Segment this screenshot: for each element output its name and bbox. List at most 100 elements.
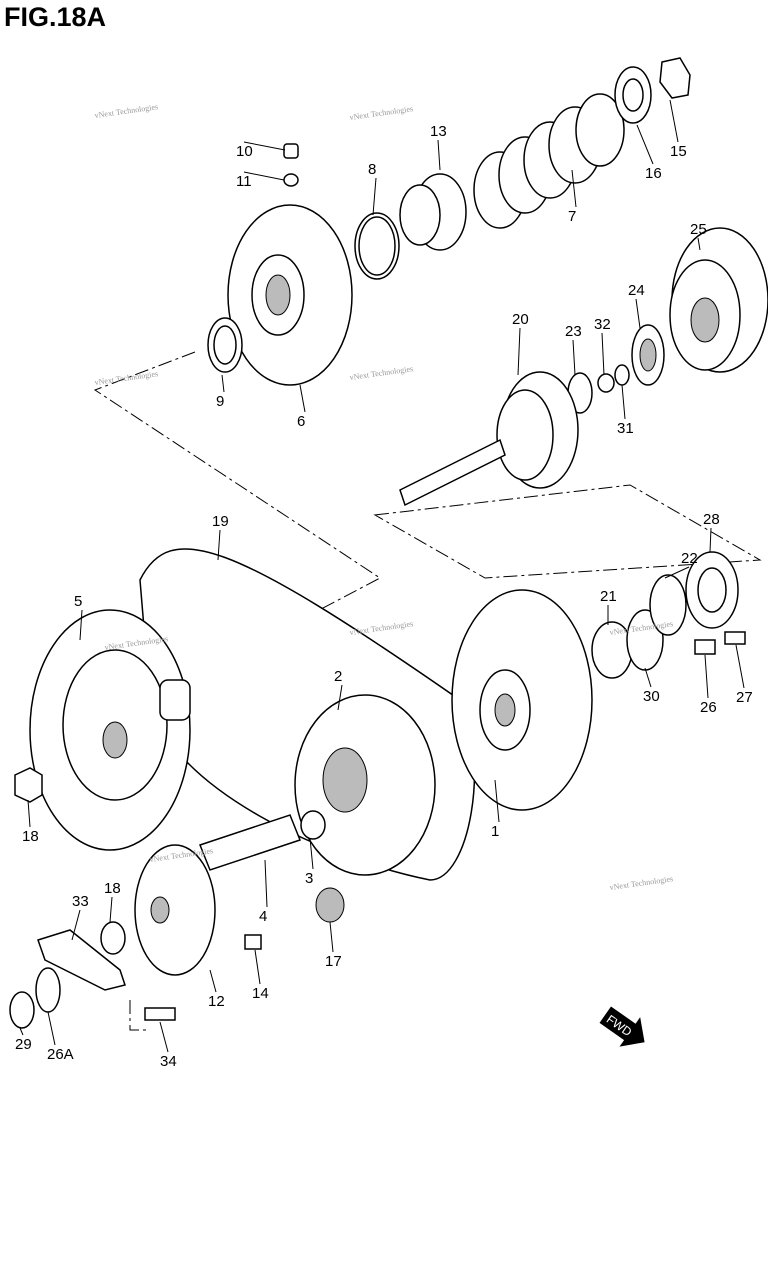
watermark: vNext Technologies: [349, 619, 414, 637]
watermark: vNext Technologies: [94, 102, 159, 120]
leader-line: [494, 779, 500, 823]
leader-line: [71, 909, 81, 941]
leader-line: [704, 654, 709, 699]
callout-24: 24: [628, 282, 645, 299]
leader-line: [243, 141, 286, 151]
callout-8: 8: [368, 161, 376, 178]
callout-21: 21: [600, 588, 617, 605]
part-7-spring: [473, 93, 625, 229]
leader-line: [601, 332, 605, 376]
leader-line: [635, 298, 641, 329]
leader-line: [664, 566, 690, 579]
leader-line: [621, 384, 626, 420]
part-16-washer: [614, 66, 652, 124]
callout-14: 14: [252, 985, 269, 1002]
callout-20: 20: [512, 311, 529, 328]
callout-11: 11: [236, 173, 252, 190]
watermark: vNext Technologies: [609, 874, 674, 892]
callout-16: 16: [645, 165, 662, 182]
figure-title: FIG.18A: [4, 2, 107, 32]
callout-15: 15: [670, 143, 687, 160]
leader-line: [735, 644, 745, 689]
part-17-bearing: [315, 887, 345, 923]
part-11-nut: [283, 173, 299, 187]
callout-19: 19: [212, 513, 229, 530]
callout-18: 18: [22, 828, 39, 845]
part-4-pin: [199, 814, 301, 871]
callout-1: 1: [491, 823, 499, 840]
part-8-oring: [354, 212, 400, 280]
leader-line: [644, 667, 652, 688]
part-9-ring: [207, 317, 243, 373]
leader-line: [254, 949, 261, 985]
leader-line: [636, 124, 654, 165]
leader-line: [309, 837, 314, 870]
leader-line: [217, 529, 221, 561]
callout-6: 6: [297, 413, 305, 430]
callout-7: 7: [568, 208, 576, 225]
watermark: vNext Technologies: [94, 369, 159, 387]
part-20-shaft-drum: [399, 371, 579, 507]
leader-line: [669, 99, 679, 143]
callout-17: 17: [325, 953, 342, 970]
part-22-seal: [649, 574, 687, 636]
part-5-fixed-face: [29, 609, 191, 851]
part-31-washer: [614, 364, 630, 386]
assembly-line: [373, 484, 762, 579]
leader-line: [329, 921, 334, 953]
callout-13: 13: [430, 123, 447, 140]
callout-9: 9: [216, 393, 224, 410]
part-2-movable-drive: [294, 694, 436, 876]
part-26A-seal: [35, 967, 61, 1013]
leader-line: [79, 609, 83, 641]
assembly-line: [129, 1000, 150, 1031]
callout-10: 10: [236, 143, 253, 160]
callout-32: 32: [594, 316, 611, 333]
callout-26: 26: [700, 699, 717, 716]
part-18-nut: [14, 767, 43, 803]
part-3-ring: [300, 810, 326, 840]
leader-line: [27, 799, 31, 828]
callout-22: 22: [681, 550, 698, 567]
part-10-bolt: [283, 143, 299, 159]
callout-18: 18: [104, 880, 121, 897]
leader-line: [372, 177, 377, 216]
part-6-pulley-face: [227, 204, 353, 386]
callout-3: 3: [305, 870, 313, 887]
part-26-washer: [694, 639, 716, 655]
callout-31: 31: [617, 420, 634, 437]
leader-line: [209, 969, 217, 993]
watermark: vNext Technologies: [349, 104, 414, 122]
callout-27: 27: [736, 689, 753, 706]
leader-line: [571, 169, 577, 208]
part-25-clutch: [669, 227, 768, 373]
leader-line: [264, 859, 268, 908]
callout-2: 2: [334, 668, 342, 685]
callout-26A: 26A: [47, 1046, 74, 1063]
leader-line: [299, 384, 306, 413]
part-18-spacer: [100, 921, 126, 955]
callout-33: 33: [72, 893, 89, 910]
callout-30: 30: [643, 688, 660, 705]
part-33-plate: [37, 929, 126, 991]
leader-line: [517, 327, 521, 376]
callout-23: 23: [565, 323, 582, 340]
part-13-collar: [399, 173, 467, 251]
part-12-weight-plate: [134, 844, 216, 976]
leader-line: [109, 896, 113, 923]
callout-12: 12: [208, 993, 225, 1010]
callout-29: 29: [15, 1036, 32, 1053]
part-32-nut: [597, 373, 615, 393]
leader-line: [159, 1021, 169, 1053]
leader-line: [243, 171, 285, 181]
part-28-bearing: [685, 551, 739, 629]
leader-line: [337, 684, 343, 711]
callout-34: 34: [160, 1053, 177, 1070]
leader-line: [572, 339, 576, 376]
callout-28: 28: [703, 511, 720, 528]
leader-line: [221, 374, 225, 393]
leader-line: [19, 1027, 24, 1036]
part-29-seal: [9, 991, 35, 1029]
fwd-arrow-icon: FWD: [599, 1006, 645, 1047]
